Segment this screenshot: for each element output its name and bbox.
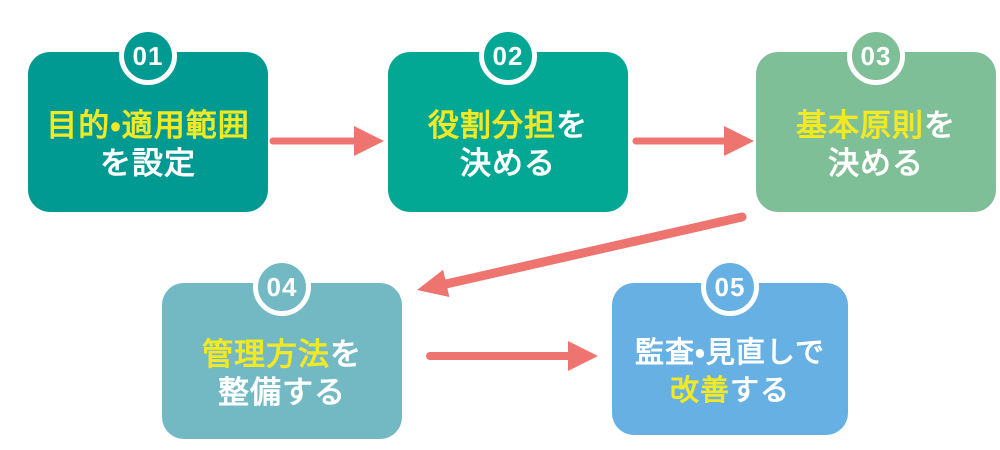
step-1-label: 目的・適用範囲 を設定: [46, 107, 250, 183]
step-2-line1: 役割分担を: [428, 108, 588, 143]
step-4-line1: 管理方法を: [202, 337, 362, 372]
step-5-label: 監査・見直しで 改善する: [635, 334, 825, 410]
step-1-number: 01: [132, 40, 164, 71]
step-1-line2: を設定: [99, 146, 196, 181]
step-3-number: 03: [860, 40, 892, 71]
step-4-label: 管理方法を 整備する: [202, 336, 362, 412]
arrow-right-step4-to-step5-icon: [426, 341, 598, 371]
step-5-number-badge: 05: [701, 258, 759, 316]
step-2-line2: 決める: [460, 146, 556, 181]
arrow-right-step2-to-step3-icon: [632, 126, 754, 156]
step-1-box: 01 目的・適用範囲 を設定: [28, 27, 268, 212]
step-2-number-badge: 02: [479, 27, 537, 85]
step-5-line1: 監査・見直しで: [635, 337, 825, 369]
step-5-number: 05: [714, 271, 746, 302]
step-1-line1: 目的・適用範囲: [46, 108, 250, 143]
step-3-line1: 基本原則を: [796, 108, 956, 143]
arrow-right-step1-to-step2-icon: [269, 126, 384, 156]
step-3-box: 03 基本原則を 決める: [756, 27, 996, 212]
step-4-number-badge: 04: [253, 258, 311, 316]
step-4-number: 04: [266, 271, 298, 302]
step-4-box: 04 管理方法を 整備する: [162, 258, 402, 439]
step-5-box: 05 監査・見直しで 改善する: [612, 258, 848, 435]
step-3-label: 基本原則を 決める: [796, 107, 956, 183]
step-3-line2: 決める: [828, 146, 924, 181]
step-1-number-badge: 01: [119, 27, 177, 85]
step-5-line2: 改善する: [669, 375, 791, 407]
step-3-number-badge: 03: [847, 27, 905, 85]
step-2-label: 役割分担を 決める: [428, 107, 588, 183]
step-2-number: 02: [492, 40, 524, 71]
step-4-line2: 整備する: [218, 375, 346, 410]
step-2-box: 02 役割分担を 決める: [388, 27, 628, 212]
